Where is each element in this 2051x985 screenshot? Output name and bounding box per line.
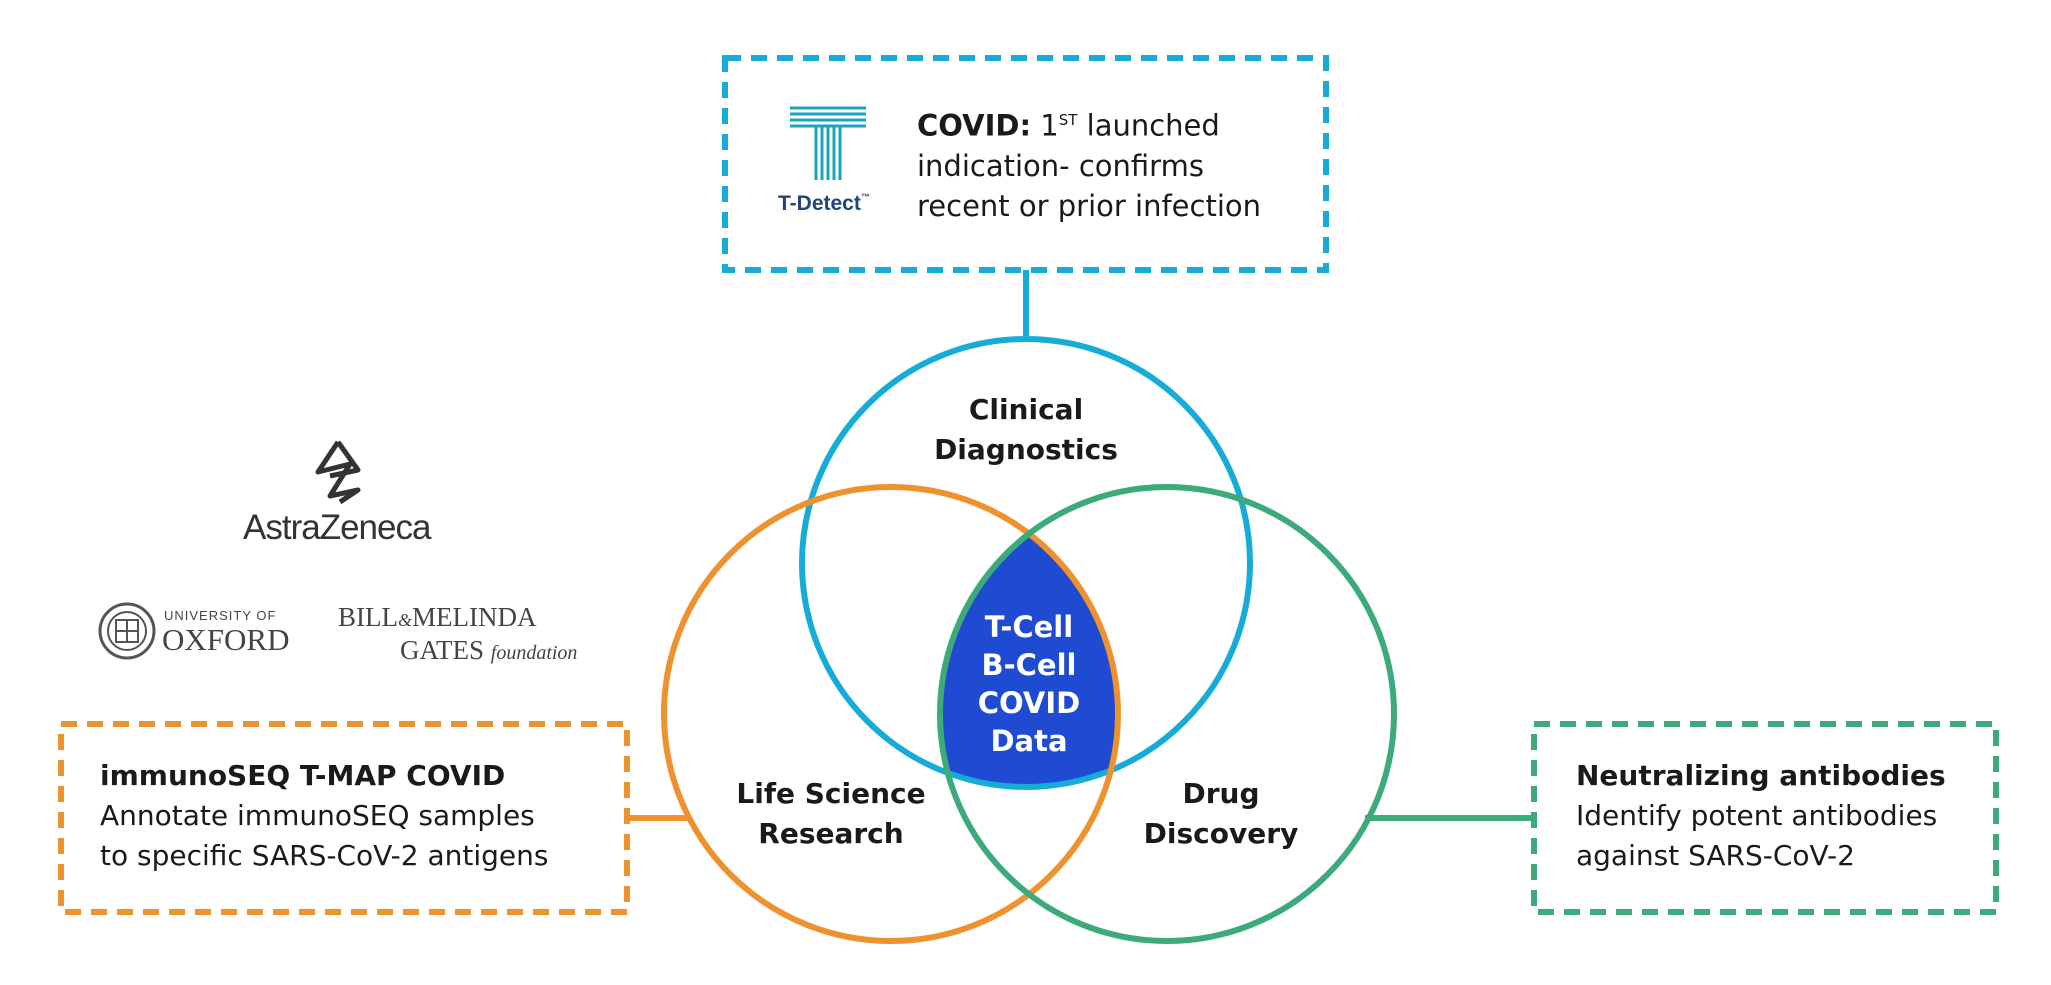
- top-callout-ordinal-suffix: ST: [1058, 111, 1078, 129]
- gates-logo-line2: GATES foundation: [338, 635, 577, 668]
- life-science-label-line2: Research: [758, 817, 904, 850]
- gates-logo-melinda: MELINDA: [412, 602, 537, 632]
- left-callout-text: immunoSEQ T-MAP COVID Annotate immunoSEQ…: [100, 756, 549, 876]
- left-callout-line3: to specific SARS-CoV-2 antigens: [100, 839, 549, 872]
- left-callout-heading: immunoSEQ T-MAP COVID: [100, 759, 506, 792]
- gates-logo-line1: BILL&MELINDA: [338, 602, 577, 635]
- drug-discovery-circle: [937, 484, 1397, 944]
- oxford-crest-icon: [98, 602, 156, 660]
- drug-label-line2: Discovery: [1143, 817, 1299, 850]
- center-data-label: T-Cell B-Cell COVID Data: [949, 608, 1109, 760]
- top-callout-launched: launched: [1077, 108, 1220, 143]
- right-callout-text: Neutralizing antibodies Identify potent …: [1576, 756, 1946, 876]
- astrazeneca-logo-icon: [315, 440, 361, 505]
- left-callout-line2: Annotate immunoSEQ samples: [100, 799, 535, 832]
- center-intersection: [940, 487, 1118, 787]
- center-line1: T-Cell: [984, 610, 1074, 644]
- gates-logo-bill: BILL: [338, 602, 398, 632]
- oxford-logo-top: UNIVERSITY OF: [164, 608, 277, 623]
- life-science-label-line1: Life Science: [736, 777, 926, 810]
- top-callout-box: [722, 55, 1329, 273]
- oxford-logo-name: OXFORD: [162, 622, 290, 657]
- right-callout-line2: Identify potent antibodies: [1576, 799, 1938, 832]
- top-callout-line3: recent or prior infection: [917, 188, 1262, 223]
- top-callout-text: COVID: 1ST launched indication- confirms…: [917, 100, 1261, 226]
- center-line3: COVID: [977, 686, 1081, 720]
- gates-logo-foundation: foundation: [490, 642, 578, 664]
- t-detect-logo-icon: [790, 106, 866, 180]
- t-detect-logo-tm: ™: [860, 192, 870, 202]
- gates-logo-amp: &: [398, 610, 413, 630]
- clinical-diagnostics-circle: [799, 336, 1253, 790]
- t-detect-logo-name: T-Detect: [778, 192, 861, 215]
- t-detect-logo-label: T-Detect™: [778, 192, 870, 216]
- drug-label-line1: Drug: [1182, 777, 1260, 810]
- clinical-label-line1: Clinical: [968, 393, 1084, 426]
- astrazeneca-logo-name: AstraZeneca: [243, 508, 431, 547]
- drug-discovery-label: Drug Discovery: [1101, 774, 1341, 854]
- center-line4: Data: [990, 724, 1068, 758]
- gates-foundation-logo: BILL&MELINDA GATES foundation: [338, 602, 577, 668]
- top-callout-line1: COVID: 1ST launched: [917, 100, 1261, 146]
- clinical-label-line2: Diagnostics: [934, 433, 1118, 466]
- top-callout-ordinal: 1: [1031, 108, 1059, 143]
- life-science-research-label: Life Science Research: [711, 774, 951, 854]
- right-callout-line3: against SARS-CoV-2: [1576, 839, 1855, 872]
- top-callout-line2: indication- confirms: [917, 148, 1204, 183]
- top-callout-heading: COVID:: [917, 108, 1032, 143]
- right-callout-heading: Neutralizing antibodies: [1576, 759, 1946, 792]
- gates-logo-gates: GATES: [400, 635, 485, 665]
- life-science-research-circle: [661, 484, 1121, 944]
- clinical-diagnostics-label: Clinical Diagnostics: [906, 390, 1146, 470]
- center-line2: B-Cell: [981, 648, 1077, 682]
